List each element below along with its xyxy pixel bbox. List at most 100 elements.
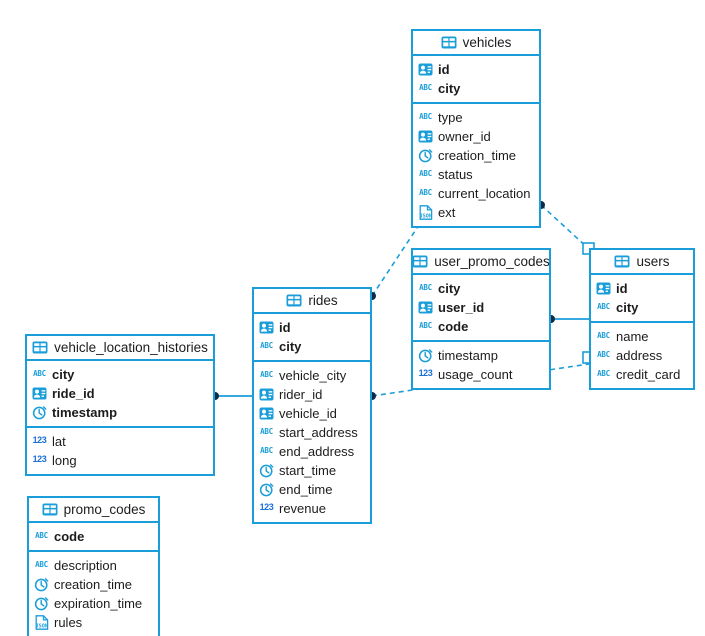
abc-icon: ABC: [419, 187, 432, 197]
primary-key-row[interactable]: ride_id: [27, 384, 213, 403]
field-row[interactable]: owner_id: [413, 127, 539, 146]
primary-key-label: code: [438, 319, 469, 334]
edge-vehicles-users[interactable]: [537, 201, 595, 255]
field-row[interactable]: vehicle_id: [254, 404, 370, 423]
abc-icon: ABC: [260, 369, 273, 379]
primary-key-row[interactable]: id: [591, 279, 693, 298]
clock-icon: [418, 348, 433, 363]
field-label: current_location: [438, 186, 531, 201]
edge-vlh-rides[interactable]: [211, 392, 252, 400]
field-label: start_time: [279, 463, 337, 478]
field-label: usage_count: [438, 367, 513, 382]
primary-key-row[interactable]: id: [254, 318, 370, 337]
clock-icon: [34, 596, 49, 611]
clock-icon: [259, 482, 274, 497]
abc-icon: ABC: [260, 340, 273, 350]
field-row[interactable]: ABC current_location: [413, 184, 539, 203]
primary-key-row[interactable]: user_id: [413, 298, 549, 317]
primary-key-row[interactable]: ABC code: [413, 317, 549, 336]
abc-icon: ABC: [260, 426, 273, 436]
primary-key-label: user_id: [438, 300, 485, 315]
primary-key-row[interactable]: timestamp: [27, 403, 213, 422]
primary-key-row[interactable]: ABC city: [591, 298, 693, 317]
clock-icon: [418, 148, 433, 163]
primary-key-label: id: [616, 281, 628, 296]
field-row[interactable]: timestamp: [413, 346, 549, 365]
field-row[interactable]: rider_id: [254, 385, 370, 404]
field-label: start_address: [279, 425, 358, 440]
field-row[interactable]: JSON ext: [413, 203, 539, 222]
abc-icon: ABC: [35, 559, 48, 569]
abc-icon: ABC: [597, 301, 610, 311]
field-label: ext: [438, 205, 456, 220]
abc-icon: ABC: [419, 82, 432, 92]
field-row[interactable]: creation_time: [413, 146, 539, 165]
svg-text:JSON: JSON: [35, 623, 48, 629]
abc-icon: ABC: [419, 320, 432, 330]
table-header-rides[interactable]: rides: [254, 289, 370, 314]
field-row[interactable]: end_time: [254, 480, 370, 499]
clock-icon: [32, 405, 47, 420]
primary-key-label: city: [616, 300, 639, 315]
field-label: owner_id: [438, 129, 491, 144]
clock-icon: [34, 577, 49, 592]
field-label: long: [52, 453, 77, 468]
edge-user-promo-codes-users[interactable]: [547, 315, 589, 323]
abc-icon: ABC: [597, 349, 610, 359]
table-grid-icon: [286, 294, 302, 307]
abc-icon: ABC: [597, 330, 610, 340]
field-row[interactable]: ABC start_address: [254, 423, 370, 442]
primary-key-label: ride_id: [52, 386, 95, 401]
table-title: users: [636, 253, 670, 269]
table-header-promo_codes[interactable]: promo_codes: [29, 498, 158, 523]
table-header-users[interactable]: users: [591, 250, 693, 275]
abc-icon: ABC: [419, 168, 432, 178]
field-row[interactable]: creation_time: [29, 575, 158, 594]
primary-key-row[interactable]: id: [413, 60, 539, 79]
key-id-icon: [32, 386, 47, 401]
table-header-vehicle_location_histories[interactable]: vehicle_location_histories: [27, 336, 213, 361]
field-row[interactable]: expiration_time: [29, 594, 158, 613]
primary-key-label: id: [438, 62, 450, 77]
field-label: name: [616, 329, 649, 344]
field-label: creation_time: [54, 577, 133, 592]
primary-key-label: timestamp: [52, 405, 118, 420]
number-icon: 123: [32, 454, 47, 464]
field-label: end_address: [279, 444, 355, 459]
table-header-vehicles[interactable]: vehicles: [413, 31, 539, 56]
table-header-user_promo_codes[interactable]: user_promo_codes: [412, 250, 550, 275]
key-id-icon: [259, 320, 274, 335]
json-icon: JSON: [418, 205, 433, 220]
primary-key-label: id: [279, 320, 291, 335]
field-row[interactable]: 123 long: [27, 451, 213, 470]
field-row[interactable]: ABC name: [591, 327, 693, 346]
field-row[interactable]: start_time: [254, 461, 370, 480]
